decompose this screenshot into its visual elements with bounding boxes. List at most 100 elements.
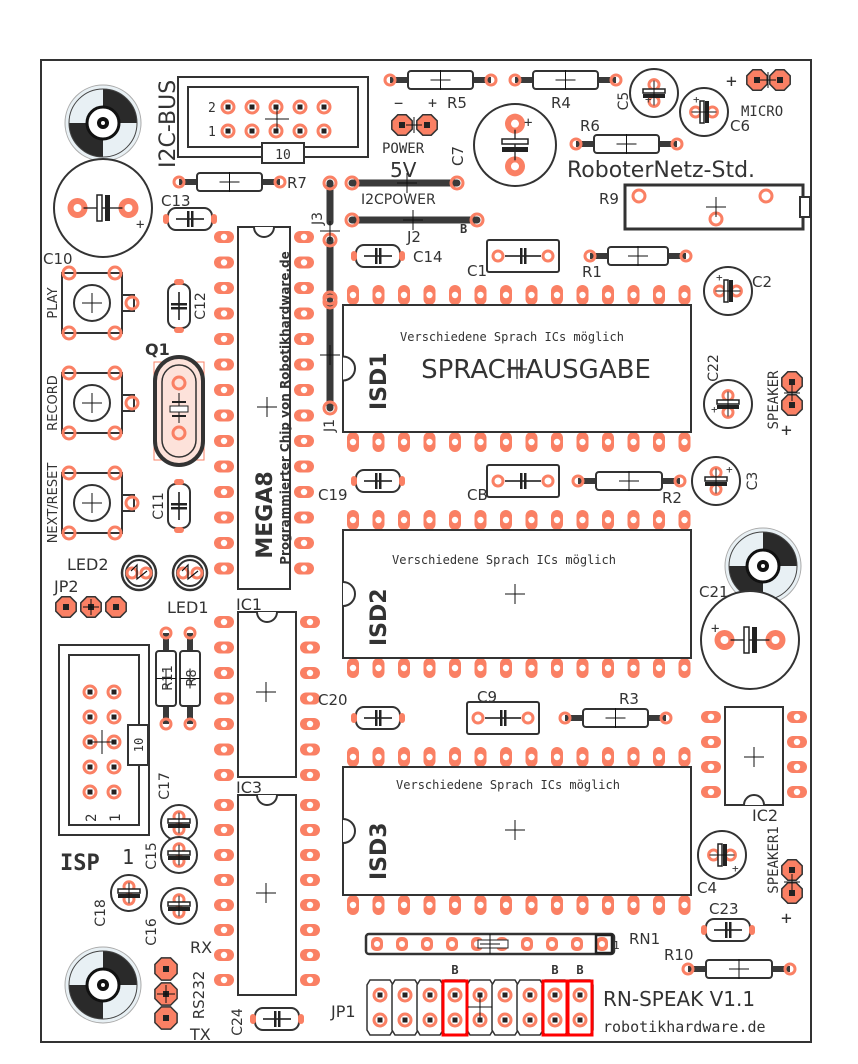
i2c-pin-row-label: 1 (208, 125, 216, 140)
pad (316, 123, 332, 139)
pad-hole (63, 604, 69, 610)
plus-sign: + (645, 93, 652, 106)
cap-plate (379, 473, 382, 489)
header-key (127, 724, 149, 766)
roboternetz-standard-label: RoboterNetz-Std. (567, 158, 755, 183)
cap-plate (743, 626, 750, 654)
cap-plate (105, 195, 110, 221)
pad (316, 99, 332, 115)
jumper-pad (322, 294, 338, 310)
header-key (261, 142, 305, 164)
pad-hole (707, 738, 715, 746)
pad-hole (528, 753, 535, 761)
pad-hole (377, 1017, 383, 1023)
mounting-hole-bottom-left (64, 946, 142, 1024)
pad-hole (300, 539, 308, 547)
pad-hole (502, 992, 508, 998)
pad-hole (400, 664, 408, 672)
pad (107, 365, 123, 381)
pad-hole (426, 291, 433, 299)
pad-hole (477, 438, 484, 446)
crystal-plate (172, 415, 186, 417)
isd2-ic (342, 510, 692, 678)
cap-plate (520, 473, 523, 489)
pad (220, 99, 236, 115)
r3-label: R3 (619, 690, 639, 708)
pad-hole (579, 438, 586, 446)
pad-hole (163, 966, 169, 972)
pad-hole (424, 122, 430, 128)
pad-hole (306, 695, 314, 702)
pad (107, 425, 123, 441)
cap-plate (729, 922, 732, 938)
pad-hole (502, 664, 510, 672)
pad-hole (300, 386, 308, 394)
pad-hole (375, 291, 382, 299)
pad-hole (220, 951, 228, 959)
pad-hole (400, 901, 408, 909)
pad (172, 175, 186, 189)
pad-hole (789, 890, 795, 896)
pad (174, 327, 184, 333)
cap-plate (752, 627, 757, 653)
pad-hole (402, 992, 408, 998)
pad-hole (220, 695, 228, 702)
c4-label: C4 (697, 879, 717, 897)
jumper-pad (344, 175, 360, 191)
led-symbol (181, 563, 199, 581)
pad (174, 279, 184, 285)
pad (558, 711, 572, 725)
pad (521, 711, 535, 725)
pad-hole (707, 763, 715, 771)
r9-label: R9 (599, 190, 619, 208)
speaker-plus: + (781, 420, 792, 441)
pad (399, 476, 405, 486)
pad-hole (681, 291, 688, 299)
pad-hole (630, 664, 637, 672)
isp-pin-label: 1 (108, 814, 124, 822)
c1-capacitor (486, 239, 560, 273)
j3-label: J3 (310, 212, 326, 226)
pad-hole (306, 669, 314, 677)
speaker1-connector (781, 859, 803, 904)
pad (106, 684, 122, 700)
pad-hole (306, 926, 314, 934)
pad-hole (111, 714, 117, 720)
pad (783, 962, 797, 976)
rn1-label: RN1 (629, 930, 660, 948)
rs232-tx-label: TX (189, 1025, 211, 1044)
c6-label: C6 (730, 117, 750, 135)
pad-hole (604, 664, 612, 672)
cap-plate (96, 194, 103, 222)
pad-hole (87, 789, 93, 795)
isd1-title: SPRACHAUSGABE (421, 355, 651, 385)
pad-hole (220, 284, 228, 292)
pad-hole (220, 361, 228, 368)
pad-hole (220, 310, 228, 317)
pad (82, 759, 98, 775)
pad-hole (549, 941, 555, 947)
pad-hole (300, 565, 308, 572)
crystal-plate (169, 405, 189, 413)
pad-hole (220, 771, 228, 779)
r6-label: R6 (580, 117, 600, 135)
pad (397, 987, 413, 1003)
pad-hole (451, 901, 459, 909)
pad (383, 73, 397, 87)
plus-sign: + (726, 463, 733, 476)
pad (139, 566, 153, 580)
pad (522, 1012, 538, 1028)
cap-plate (187, 211, 190, 227)
c18-capacitor (110, 874, 148, 912)
r11-resistor (155, 626, 177, 731)
pad-hole (502, 753, 510, 761)
ic-notch (342, 355, 356, 382)
ic-notch (253, 226, 275, 238)
pad (399, 713, 405, 723)
pad-hole (220, 720, 228, 728)
pad (174, 527, 184, 533)
rs232-rx-label: RX (190, 938, 212, 957)
jp1-bridge-mark: B (576, 963, 583, 977)
ic3-ic (214, 794, 320, 996)
c7-label: C7 (449, 146, 467, 166)
